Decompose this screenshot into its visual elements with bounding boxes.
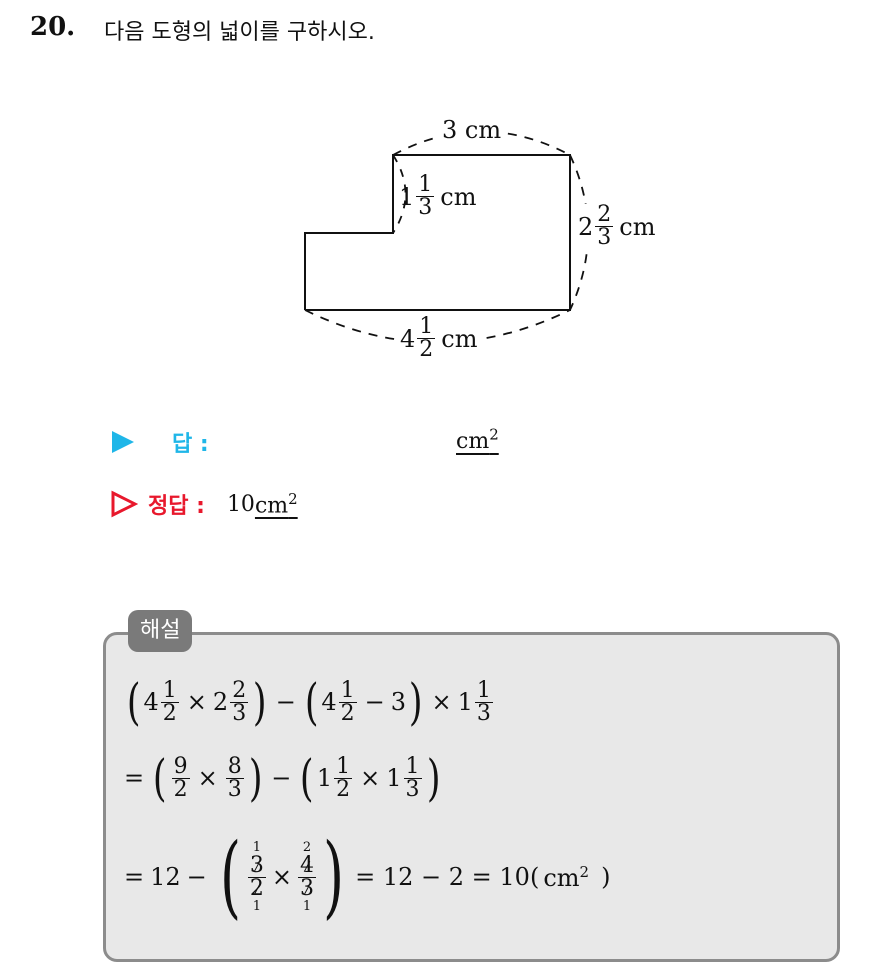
answer-row: 답 : — [110, 426, 209, 458]
explanation-box — [103, 632, 840, 962]
correct-answer-row: 정답 : 10 cm2 — [110, 488, 298, 520]
outline-triangle-icon — [111, 490, 138, 518]
explanation-line-3: = 12 − ( 1 3 2 1 × 2 4 3 1 ) = 12 − 2 = … — [124, 824, 611, 929]
question-text: 다음 도형의 넓이를 구하시오. — [104, 20, 375, 45]
question-number: 20. — [30, 12, 76, 42]
right-fraction: 2 3 — [595, 202, 614, 250]
right-dimension-arc — [569, 154, 589, 311]
cancel-fraction-b: 2 4 3 1 — [298, 839, 316, 914]
inner-dimension-label: 1 1 3 cm — [399, 172, 477, 220]
top-dimension-label: 3 cm — [438, 116, 506, 144]
answer-label: 답 : — [172, 432, 209, 457]
play-triangle-icon — [112, 431, 134, 453]
correct-answer-unit: cm2 — [254, 489, 298, 519]
explanation-tag: 해설 — [128, 610, 193, 652]
bottom-fraction: 1 2 — [417, 314, 436, 362]
correct-answer-value: 10 — [226, 491, 255, 517]
correct-answer-label: 정답 : — [148, 494, 205, 519]
answer-unit[interactable]: cm2 — [456, 426, 499, 455]
right-dimension-label: 2 2 3 cm — [578, 202, 656, 250]
inner-fraction: 1 3 — [416, 172, 435, 220]
cancel-fraction-a: 1 3 2 1 — [247, 839, 266, 914]
bottom-dimension-label: 4 1 2 cm — [396, 314, 482, 362]
